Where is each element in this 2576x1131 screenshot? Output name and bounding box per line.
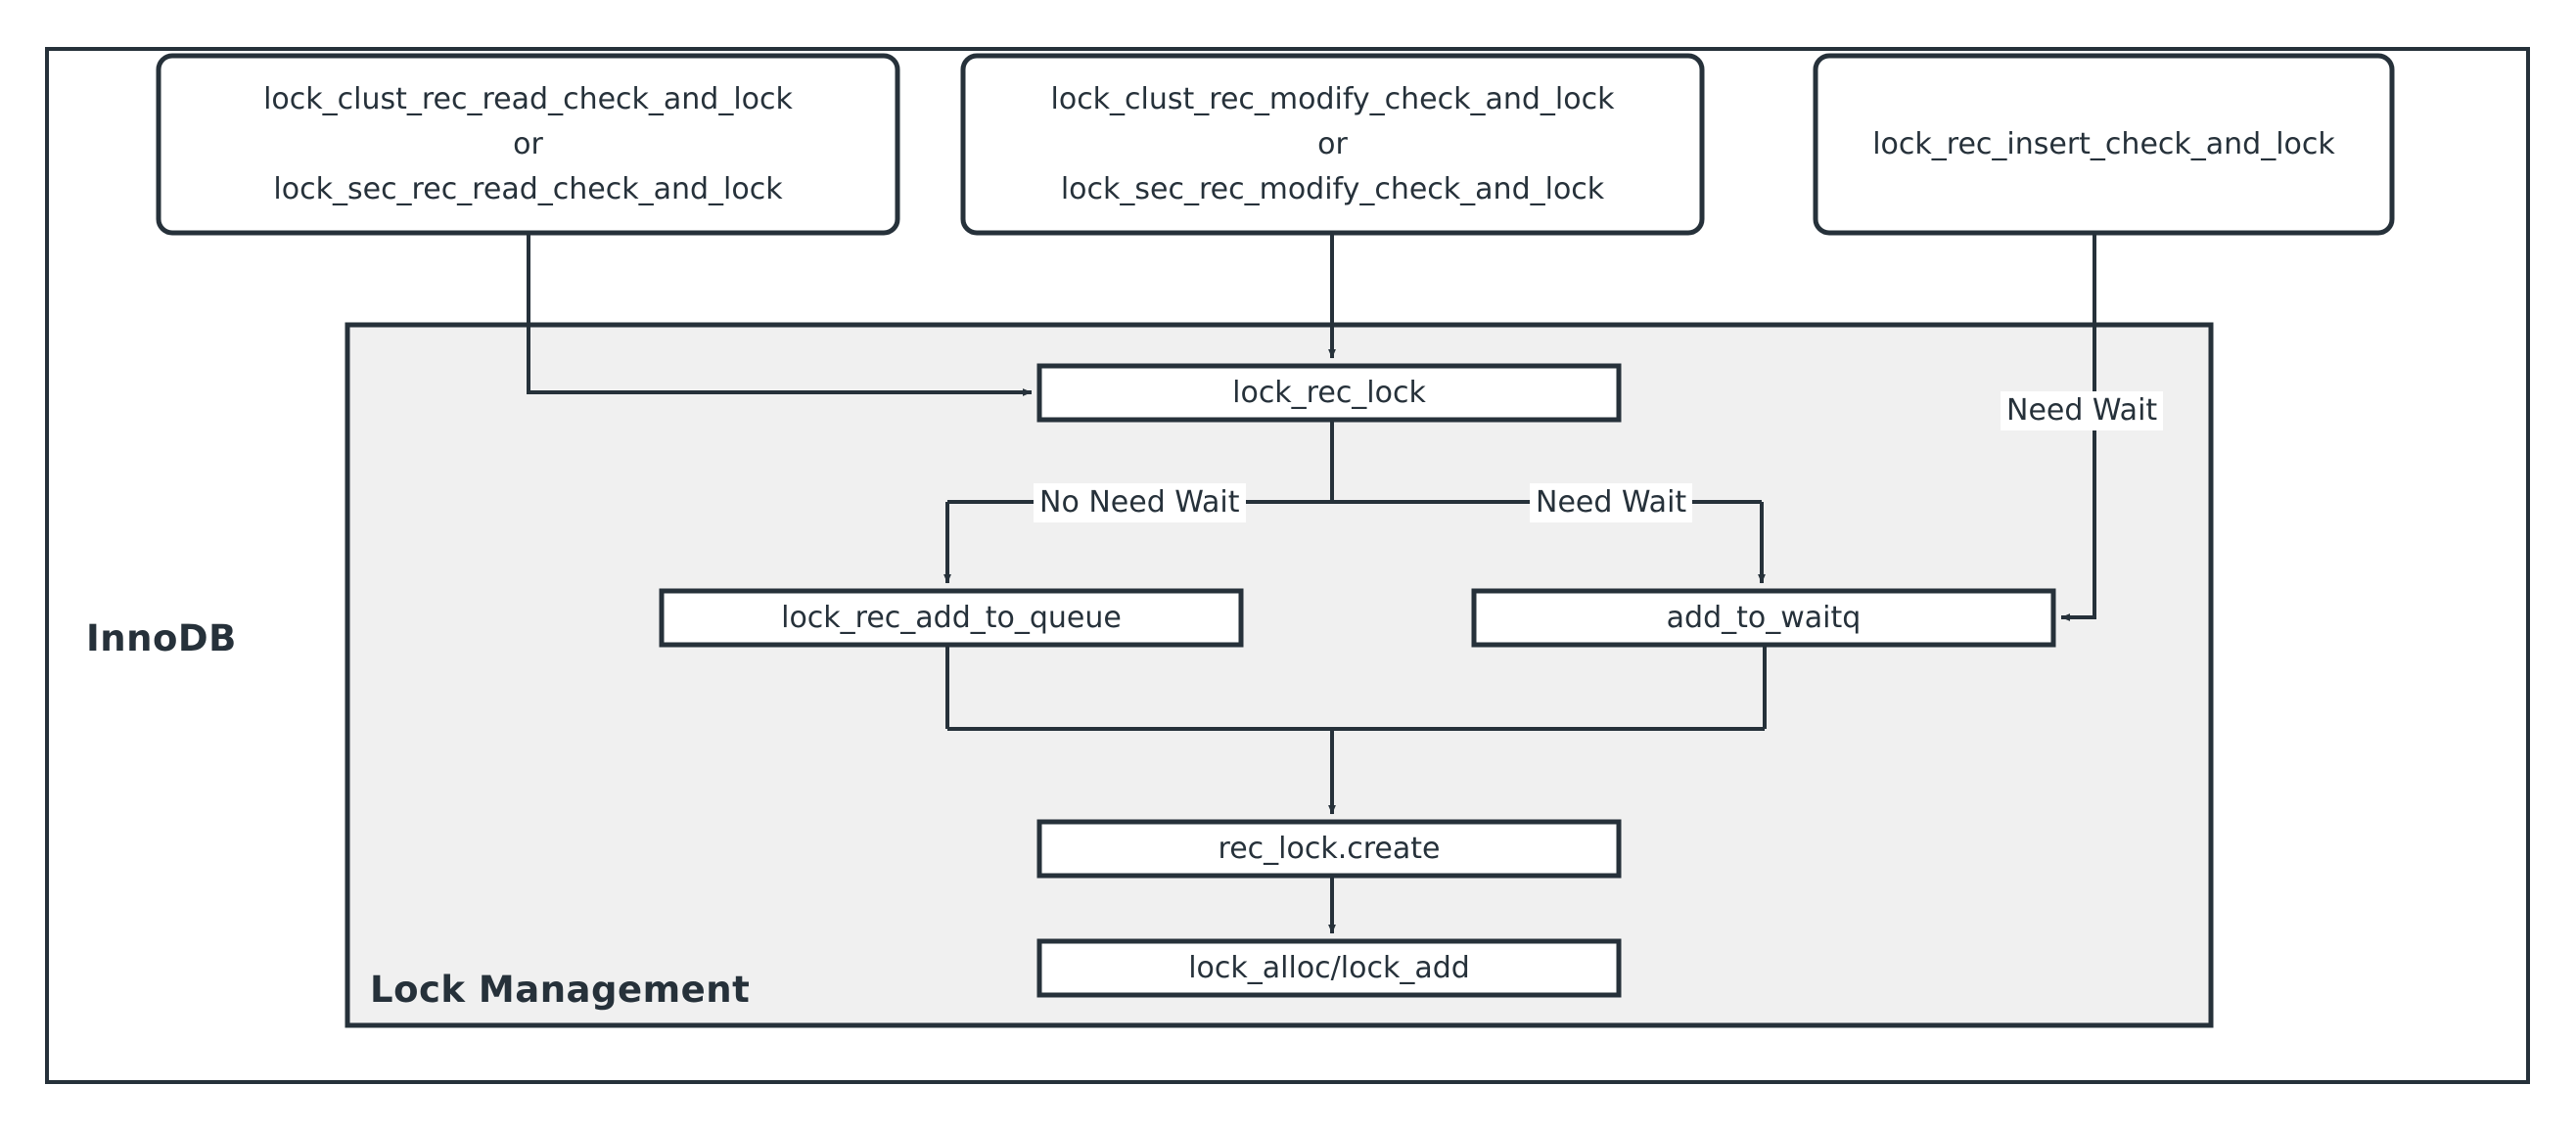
edge-label-need-wait-branch: Need Wait xyxy=(1530,483,1693,522)
node-read-check-rect xyxy=(156,53,900,236)
node-add-to-queue-rect xyxy=(659,588,1244,648)
lock-management-container-label: Lock Management xyxy=(370,969,751,1011)
edge-read-check-to-lock-rec-lock xyxy=(527,233,1033,396)
node-rec-lock-create-rect xyxy=(1036,819,1622,879)
edge-insert-check-to-add-to-waitq xyxy=(2060,233,2096,621)
node-modify-check-rect xyxy=(960,53,1705,236)
node-lock-rec-lock-rect xyxy=(1036,363,1622,423)
node-add-to-waitq-rect xyxy=(1471,588,2056,648)
lock-management-container-rect xyxy=(345,322,2214,1028)
edge-label-need-wait-insert: Need Wait xyxy=(2001,391,2164,430)
node-insert-check-rect xyxy=(1813,53,2395,236)
innodb-container-label: InnoDB xyxy=(86,617,237,659)
edge-label-no-need-wait: No Need Wait xyxy=(1034,483,1246,522)
node-lock-alloc-add-rect xyxy=(1036,938,1622,998)
